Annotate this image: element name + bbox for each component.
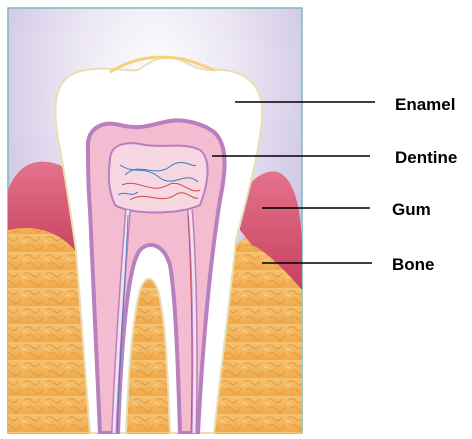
label-dentine: Dentine	[395, 148, 457, 168]
pulp-chamber	[109, 143, 208, 212]
label-gum: Gum	[392, 200, 431, 220]
label-enamel: Enamel	[395, 95, 455, 115]
label-bone: Bone	[392, 255, 435, 275]
